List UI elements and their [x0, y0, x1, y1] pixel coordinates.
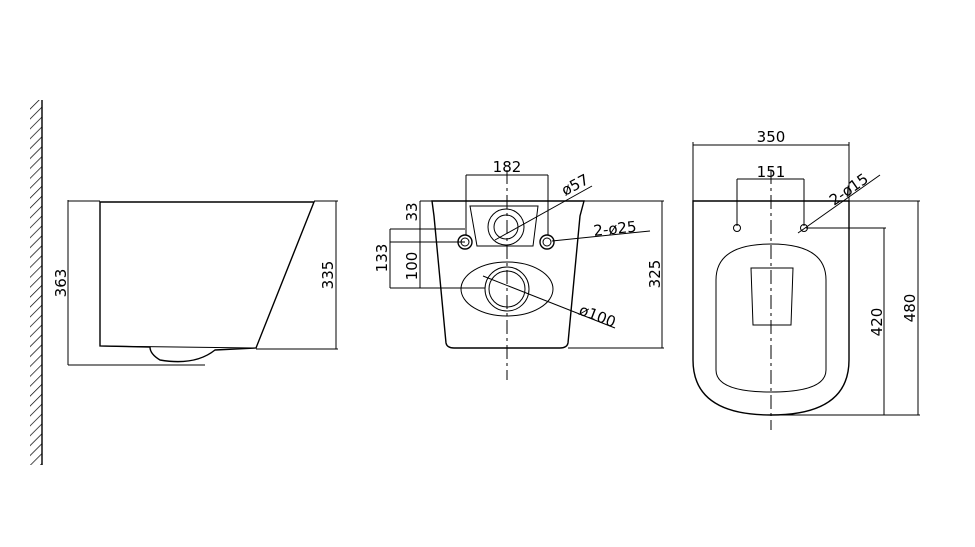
dim-33: 33	[403, 202, 421, 221]
dim-width: 350	[757, 128, 786, 146]
dim-height-body: 335	[319, 261, 337, 290]
side-view: 363 335	[52, 200, 338, 366]
dim-inlet-spacing: 182	[493, 158, 522, 176]
bowl-rim	[715, 243, 827, 393]
side-view-outline	[99, 201, 316, 363]
back-view-outline	[431, 200, 585, 349]
bolt-hole-right	[539, 234, 555, 250]
wall	[30, 100, 43, 465]
dim-100: 100	[403, 252, 421, 281]
dim-hole-spacing: 151	[757, 163, 786, 181]
dim-height-overall: 363	[52, 269, 70, 298]
dim-depth-to-holes: 420	[868, 308, 886, 337]
top-view: 350 151 2-ø15 420 480	[692, 128, 920, 430]
outlet-circle	[484, 266, 530, 312]
back-view: 182 ø57 2-ø25 33 133 100 ø100 325	[373, 158, 664, 380]
dim-depth-overall: 480	[901, 294, 919, 323]
inlet-circle	[487, 208, 525, 246]
dim-outlet-diameter: ø100	[577, 301, 619, 331]
dim-height: 325	[646, 260, 664, 289]
dim-bolt-holes: 2-ø25	[593, 218, 638, 240]
dim-133: 133	[373, 244, 391, 273]
